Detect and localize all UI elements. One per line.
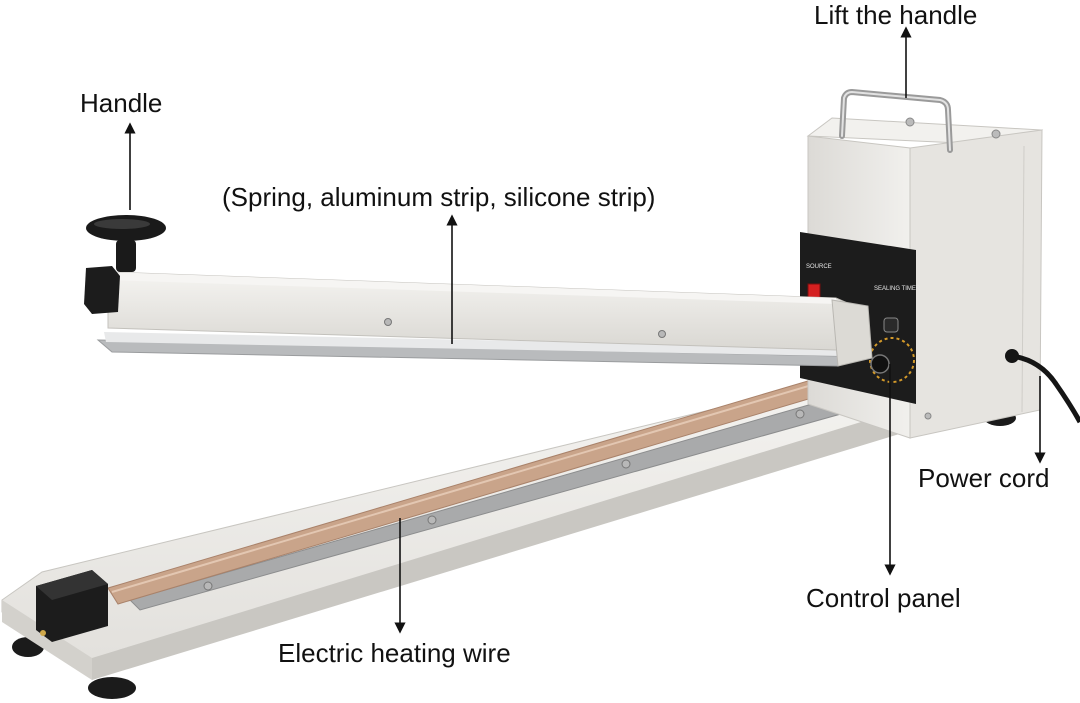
base-metal-plate [129, 395, 849, 611]
timer-knob [870, 354, 890, 374]
panel-source-text: SOURCE [806, 264, 832, 270]
sealer-upper-arm [84, 215, 873, 367]
label-power-cord: Power cord [918, 463, 1050, 493]
upper-arm-end-cap [84, 266, 120, 314]
base-foot-front [88, 677, 136, 699]
label-handle: Handle [80, 88, 163, 118]
label-control-panel: Control panel [806, 583, 961, 613]
callout-arrows [124, 26, 1046, 634]
label-upper-arm: (Spring, aluminum strip, silicone strip) [222, 182, 656, 212]
label-lift-handle: Lift the handle [814, 0, 978, 30]
label-heating-wire: Electric heating wire [278, 638, 511, 668]
sealer-housing: SOURCE SEALING TIMER [800, 88, 1080, 439]
panel-timer-text: SEALING TIMER [874, 286, 921, 292]
power-cord [1011, 353, 1080, 424]
